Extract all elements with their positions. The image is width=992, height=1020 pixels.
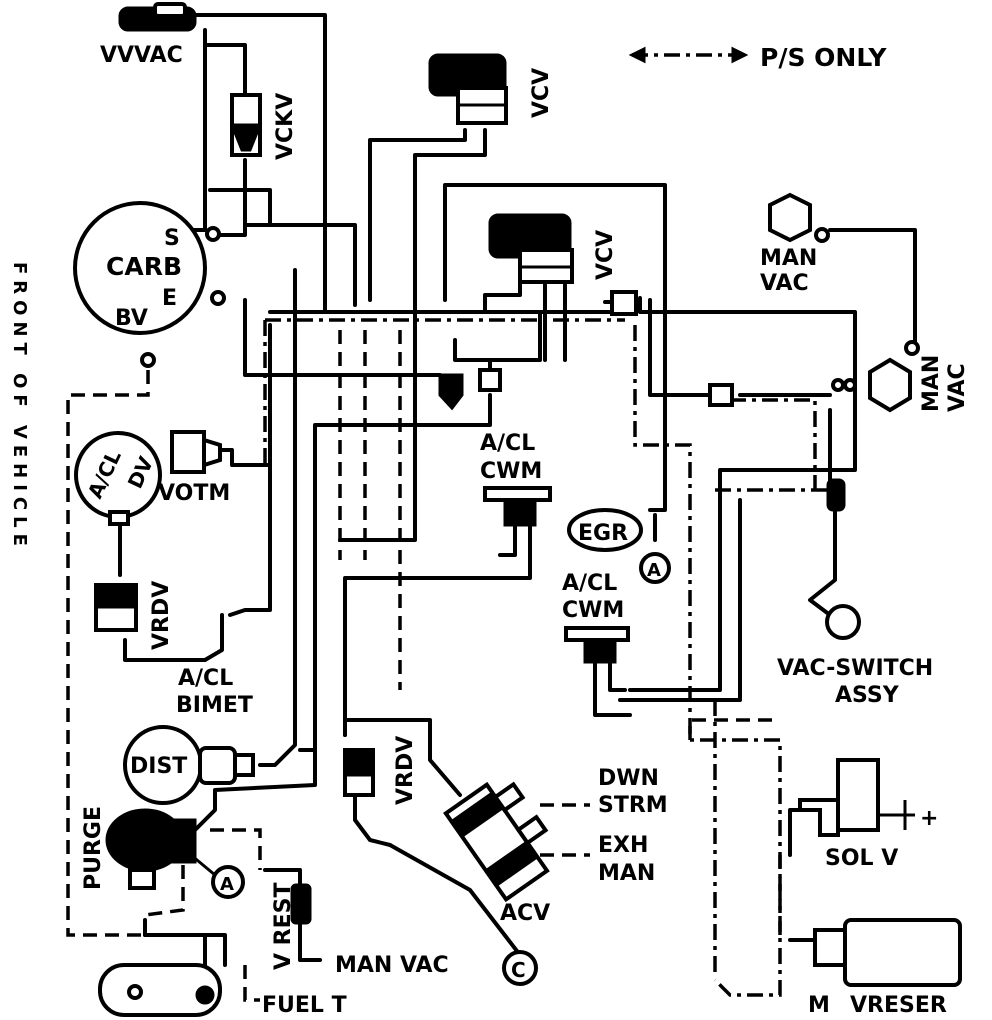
acl-bimet: A/CL BIMET [176, 666, 253, 718]
dwn-strm-label-2: STRM [598, 793, 668, 818]
carb-label: CARB [106, 252, 182, 281]
egr-label: EGR [578, 521, 628, 546]
purge-label: PURGE [81, 806, 106, 890]
votm-valve[interactable]: VOTM [158, 430, 230, 506]
manifold-tees [438, 290, 846, 512]
vcv-mid-label: VCV [593, 230, 618, 280]
legend-arrow-left-icon [628, 46, 646, 64]
exh-man-label-1: EXH [598, 833, 648, 858]
carb-e-port: E [162, 286, 177, 311]
circle-a-purge-label: A [220, 874, 234, 895]
man-vac-right-fitting[interactable]: MAN VAC [831, 340, 970, 413]
dist-label: DIST [130, 754, 187, 779]
vac-switch-assy[interactable]: VAC-SWITCH ASSY [777, 604, 933, 708]
vrdv-left-valve[interactable]: VRDV [94, 581, 174, 650]
carb-bv-fitting[interactable] [140, 352, 156, 368]
hoses-ps-only [66, 318, 835, 1002]
vacuum-reservoir[interactable]: M VRESER [808, 918, 962, 1018]
circle-c [502, 950, 538, 986]
man-vac-right-label-1: MAN [919, 355, 944, 412]
circle-a-purge [211, 865, 245, 899]
vcv-top-label: VCV [529, 68, 554, 118]
fuel-t-label: FUEL T [262, 993, 347, 1018]
man-vac-right-label-2: VAC [945, 363, 970, 412]
v-rest-valve[interactable]: V REST MAN VAC [271, 882, 449, 978]
man-vac-top-label-1: MAN [760, 246, 817, 271]
man-vac-top-fitting[interactable]: MAN VAC [760, 192, 830, 296]
distributor[interactable]: DIST [123, 725, 255, 805]
circle-a-egr-label: A [647, 560, 661, 581]
acl-cwm-mid-label-2: CWM [562, 598, 624, 623]
acl-cwm-top-label-2: CWM [480, 459, 542, 484]
vreser-label: VRESER [850, 993, 947, 1018]
acl-dv-valve[interactable]: A/CL DV [74, 431, 162, 526]
vvvac-valve[interactable]: VVVAC [100, 2, 197, 68]
egr-valve[interactable]: EGR A [567, 508, 671, 584]
vckv-valve[interactable]: VCKV [229, 93, 298, 160]
carb-s-fitting[interactable] [205, 226, 221, 242]
vrdv-mid-label: VRDV [393, 736, 418, 805]
acl-cwm-mid[interactable]: A/CL CWM [562, 571, 630, 664]
sol-v-label: SOL V [825, 846, 898, 871]
acl-cwm-top[interactable]: A/CL CWM [480, 431, 552, 527]
exh-man-label-2: MAN [598, 861, 655, 886]
fuel-tank[interactable]: FUEL T [98, 963, 347, 1018]
man-vac-top-label-2: VAC [760, 271, 809, 296]
vcv-top-valve[interactable]: VCV [428, 53, 554, 125]
front-of-vehicle-label: FRONT OF VEHICLE [9, 262, 30, 552]
m-label: M [808, 993, 830, 1018]
purge-valve[interactable]: PURGE A [81, 806, 245, 899]
vac-switch-label-1: VAC-SWITCH [777, 656, 933, 681]
votm-label: VOTM [158, 481, 230, 506]
acl-cwm-top-label-1: A/CL [480, 431, 535, 456]
v-rest-label: V REST [271, 882, 296, 970]
sol-v-valve[interactable]: SOL V + [798, 758, 938, 871]
vrdv-left-label: VRDV [149, 581, 174, 650]
vvvac-label: VVVAC [100, 43, 183, 68]
vckv-label: VCKV [273, 93, 298, 160]
carb-e-fitting[interactable] [210, 290, 226, 306]
circle-c-label: C [511, 958, 526, 982]
vrdv-mid-valve[interactable]: VRDV [343, 736, 418, 805]
vac-switch-label-2: ASSY [835, 683, 900, 708]
carb-s-port: S [164, 226, 180, 251]
vcv-mid-valve[interactable]: VCV [488, 213, 618, 284]
legend-arrow-right-icon [731, 46, 749, 64]
carburetor[interactable]: CARB S E BV [73, 201, 226, 368]
carb-bv-port: BV [115, 306, 148, 331]
circle-a-egr [639, 552, 671, 584]
acv-valve[interactable]: ACV C [443, 772, 565, 986]
man-vac-bottom-label: MAN VAC [335, 953, 449, 978]
hoses-solid [118, 13, 917, 997]
acl-bimet-label-2: BIMET [176, 693, 253, 718]
acl-cwm-mid-label-1: A/CL [562, 571, 617, 596]
acl-bimet-label-1: A/CL [178, 666, 233, 691]
acv-label: ACV [500, 901, 550, 926]
legend-ps-only: P/S ONLY [760, 43, 887, 72]
dwn-strm-label-1: DWN [598, 766, 659, 791]
legend: P/S ONLY [628, 43, 887, 72]
sol-v-plus: + [920, 806, 938, 831]
